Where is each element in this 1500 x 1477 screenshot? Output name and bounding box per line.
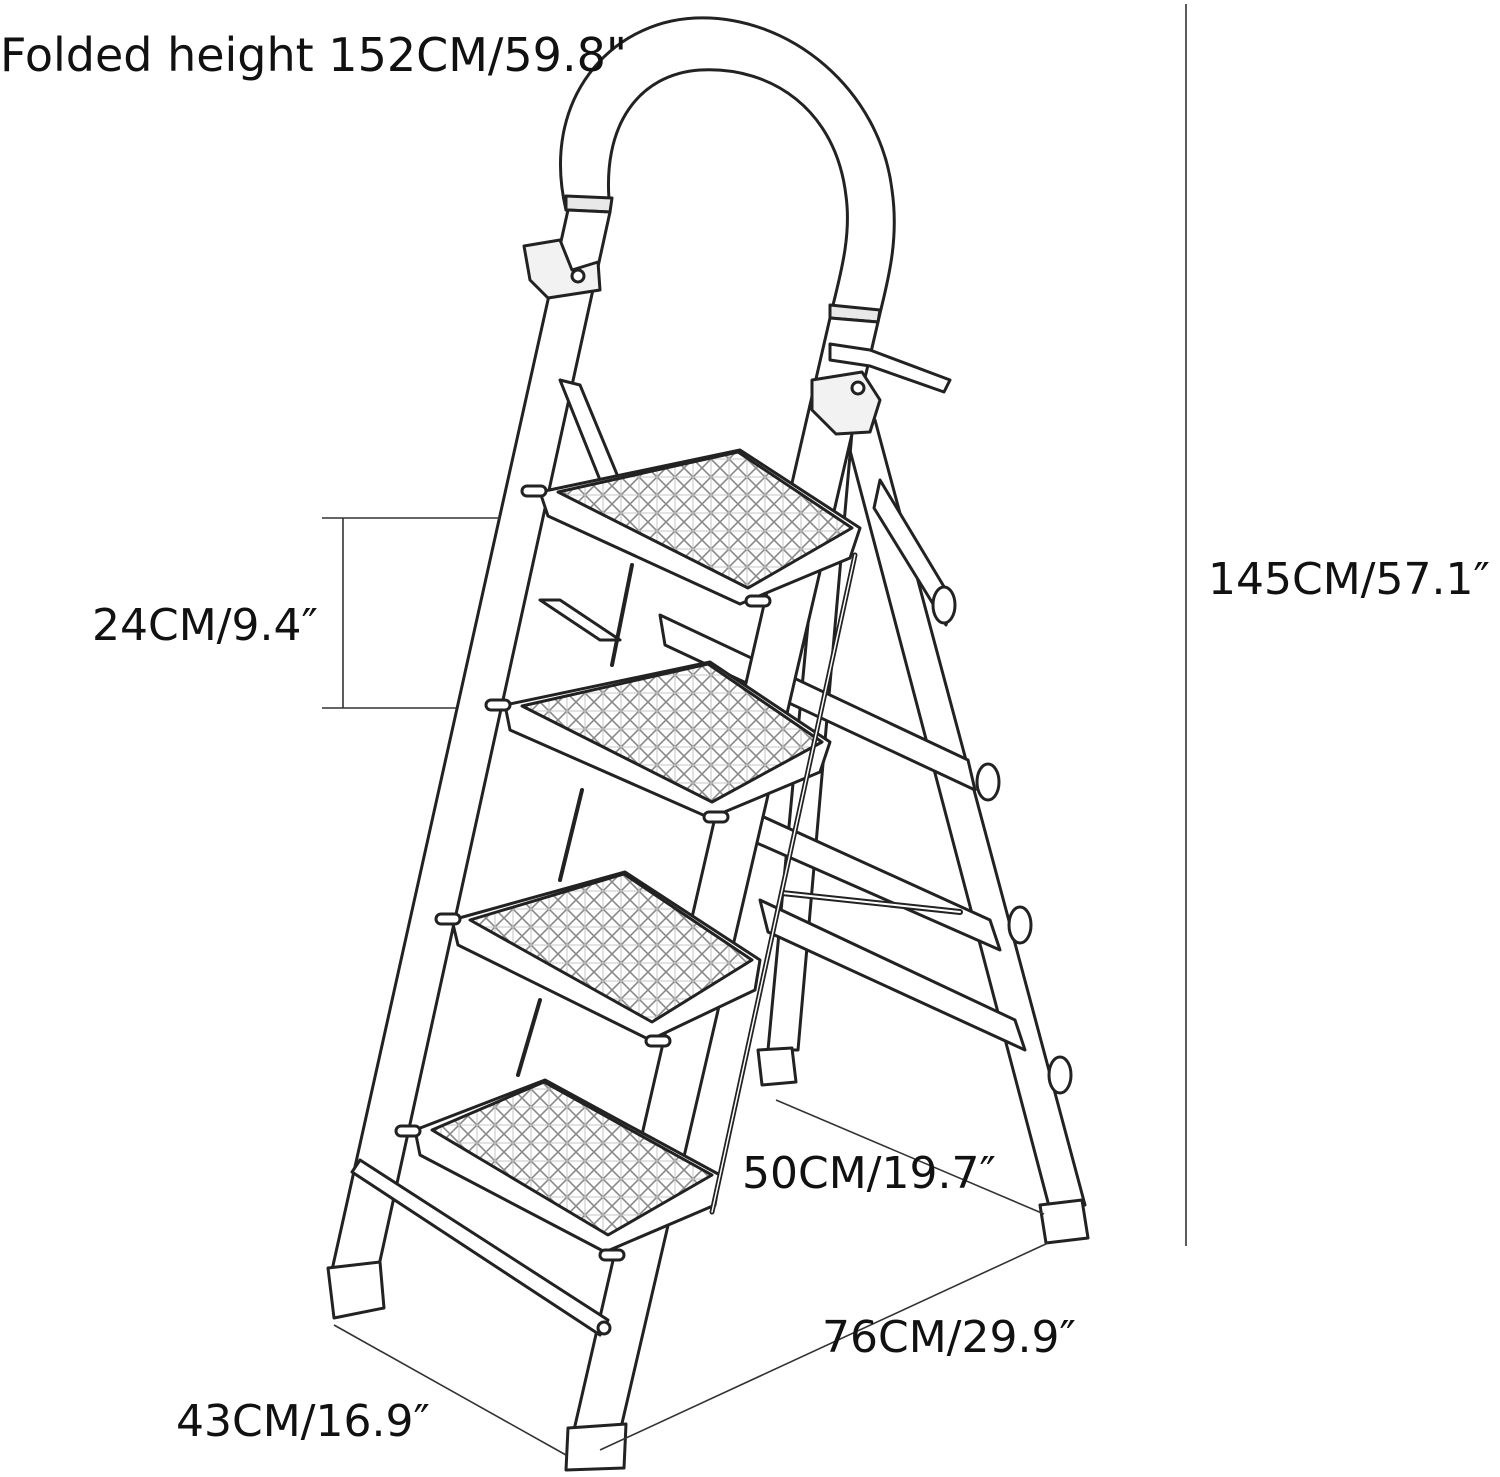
step-spacing-label: 24CM/9.4″ xyxy=(92,600,318,651)
dim-line-depth-side xyxy=(599,1242,1049,1451)
rear-bumper-2 xyxy=(975,762,1001,802)
height-label: 145CM/57.1″ xyxy=(1208,554,1490,605)
rear-depth-label: 50CM/19.7″ xyxy=(742,1148,996,1199)
rear-brace-1 xyxy=(872,478,954,627)
hinge-hook xyxy=(828,342,952,394)
support-rod-2 xyxy=(558,788,584,882)
hinge-left xyxy=(522,238,602,300)
rear-bumper-1 xyxy=(931,585,957,625)
front-foot-right xyxy=(564,1422,628,1472)
folded-height-label: Folded height 152CM/59.8" xyxy=(0,28,627,82)
rear-leg-right xyxy=(840,418,1087,1212)
dim-line-width xyxy=(333,1324,567,1456)
rear-brace-4 xyxy=(758,898,1027,1052)
rear-brace-2 xyxy=(658,613,977,792)
width-label: 43CM/16.9″ xyxy=(176,1396,430,1447)
rear-foot-right xyxy=(1038,1198,1090,1245)
step-4-tread xyxy=(430,1080,714,1237)
pin xyxy=(744,594,772,608)
support-rod-1 xyxy=(610,563,634,667)
spreader-bar-2 xyxy=(781,892,961,913)
pin xyxy=(702,810,730,824)
side-plate-2 xyxy=(538,598,622,642)
rear-foot-left xyxy=(756,1046,798,1087)
pin xyxy=(394,1124,422,1138)
pin xyxy=(644,1034,672,1048)
bottom-bar xyxy=(350,1158,610,1337)
support-rod-3 xyxy=(516,998,542,1077)
rear-bumper-4 xyxy=(1047,1055,1073,1095)
pin xyxy=(484,698,512,712)
dim-line-depth-rear xyxy=(775,1099,1045,1215)
rear-bumper-3 xyxy=(1007,905,1033,945)
pin xyxy=(520,484,548,498)
pin xyxy=(434,912,462,926)
step-2-tread xyxy=(520,662,824,804)
side-depth-label: 76CM/29.9″ xyxy=(822,1312,1076,1363)
pin xyxy=(598,1248,626,1262)
step-3-tread xyxy=(468,872,754,1024)
step-1-tread xyxy=(556,450,854,590)
diag-rod-inner xyxy=(711,554,856,1213)
front-foot-left xyxy=(326,1260,386,1320)
